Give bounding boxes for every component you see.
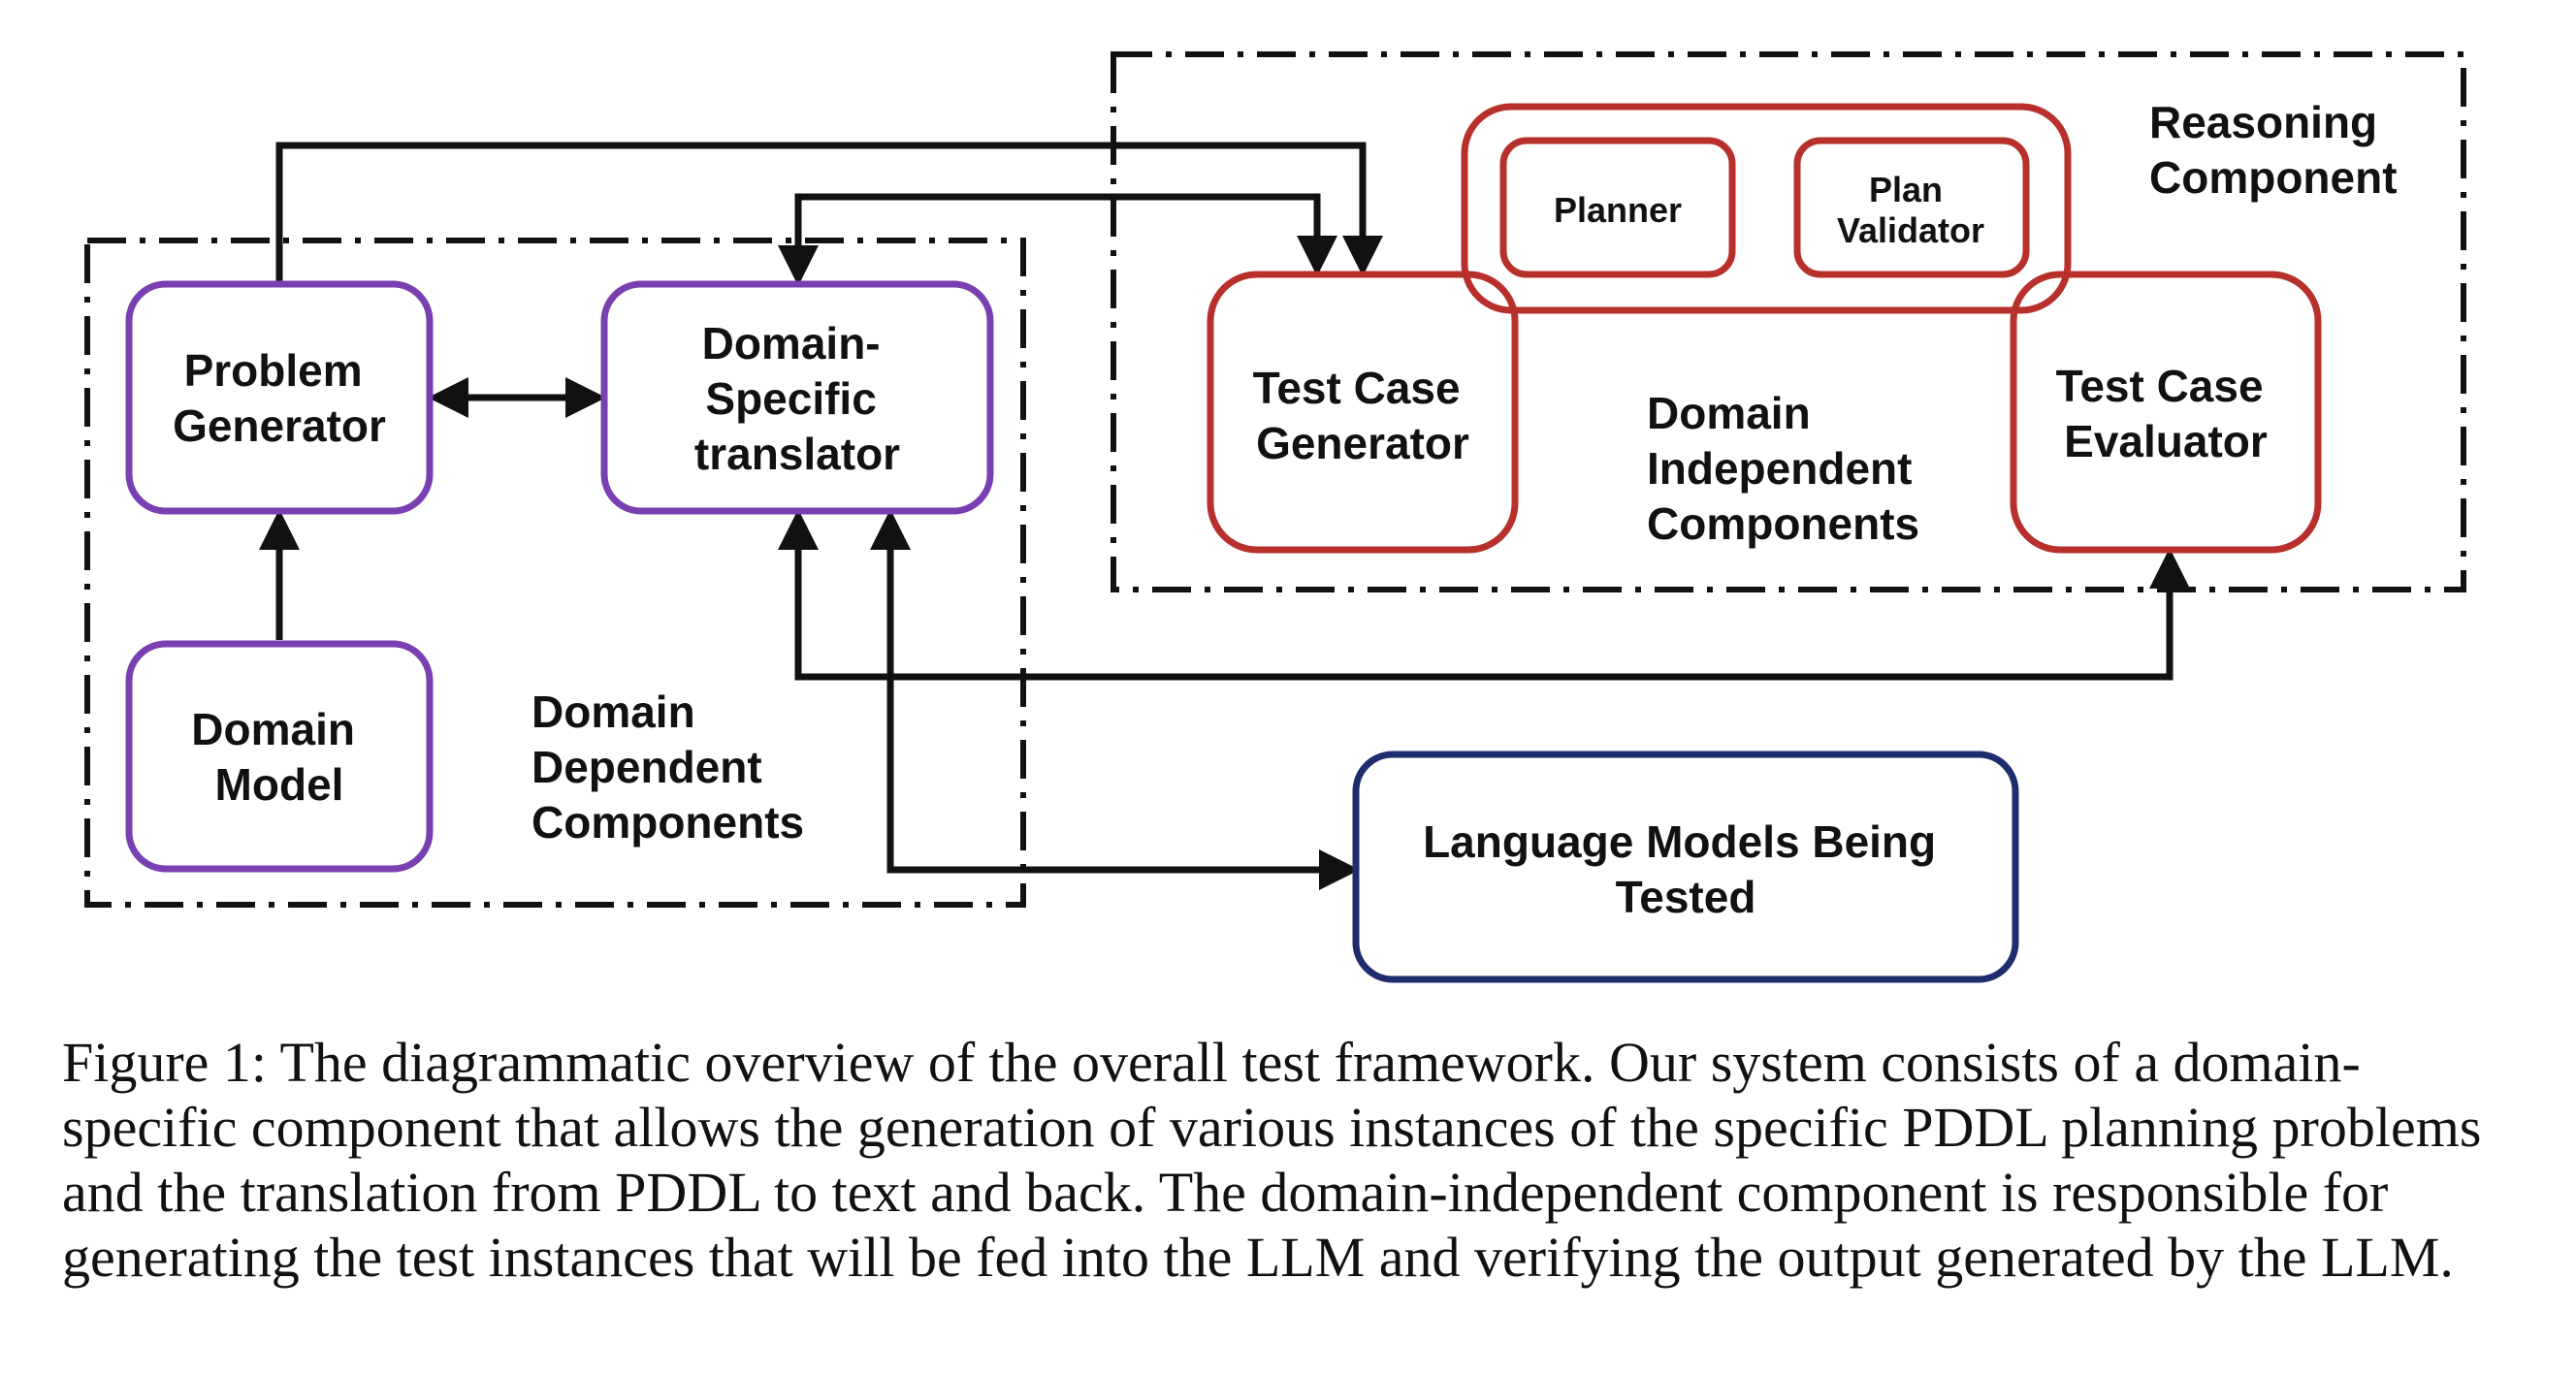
plan-validator-label: Plan Validator: [1837, 170, 1984, 250]
planner-label: Planner: [1554, 190, 1682, 230]
domain-translator-label: Domain- Specific translator: [694, 318, 900, 479]
framework-diagram: Problem Generator Domain- Specific trans…: [84, 51, 2466, 983]
figure-caption: Figure 1: The diagrammatic overview of t…: [62, 1031, 2482, 1289]
domain-dependent-group: [84, 238, 1026, 908]
reasoning-component-label: Reasoning Component: [2149, 97, 2398, 203]
language-models-label: Language Models Being Tested: [1423, 816, 1948, 922]
problem-generator-box: [125, 280, 434, 515]
test-case-generator-label: Test Case Generator: [1253, 363, 1473, 468]
domain-dependent-label: Domain Dependent Components: [531, 687, 804, 847]
domain-model-label: Domain Model: [191, 704, 367, 810]
domain-independent-label: Domain Independent Components: [1647, 388, 1924, 549]
domain-model-box: [125, 640, 434, 873]
planner-box: [1499, 137, 1736, 278]
domain-independent-group: [1111, 51, 2466, 592]
problem-generator-label: Problem Generator: [173, 345, 386, 451]
test-case-evaluator-label: Test Case Evaluator: [2056, 361, 2276, 466]
language-models-box: [1352, 751, 2019, 983]
plan-validator-box: [1793, 137, 2030, 278]
edge-problem-generator-to-test-case-generator: [275, 142, 1383, 287]
test-case-evaluator-box: [2010, 271, 2322, 554]
edge-test-case-generator-translator: [778, 193, 1337, 286]
edge-translator-language-models: [870, 509, 1360, 890]
domain-translator-box: [600, 280, 994, 515]
test-case-generator-box: [1207, 271, 1519, 554]
reasoning-component-box: [1461, 103, 2072, 314]
edge-translator-evaluator: [778, 509, 2190, 681]
